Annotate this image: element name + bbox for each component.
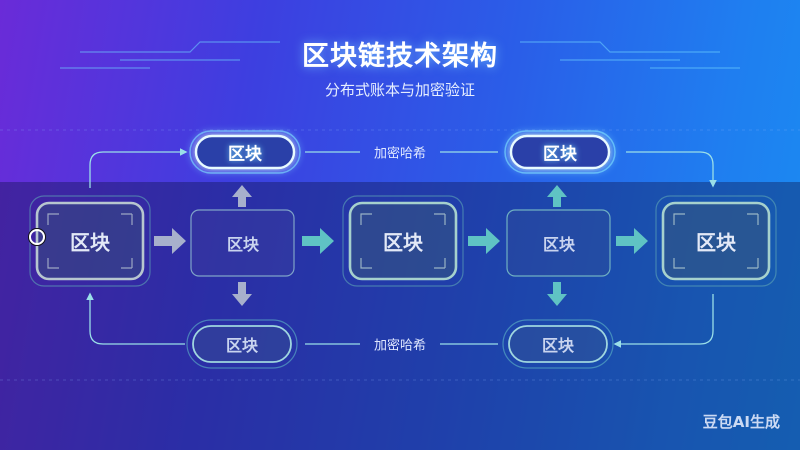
- block-node-main-1: [29, 195, 151, 287]
- arrow-right-icon: [302, 228, 334, 254]
- diagram-subtitle: 分布式账本与加密验证: [324, 81, 475, 99]
- curved-connectors: [86, 148, 717, 348]
- block-node-bottom-2: [502, 319, 614, 369]
- block-node-mid-2: [506, 209, 611, 277]
- hash-label-bottom: 加密哈希: [373, 338, 427, 354]
- cursor-ring-icon: [29, 229, 45, 245]
- block-node-main-2: [342, 195, 464, 287]
- block-node-top-2: [504, 130, 616, 174]
- arrow-down-icon: [232, 282, 252, 306]
- block-node-top-1: [189, 130, 301, 174]
- arrow-right-icon: [154, 228, 186, 254]
- arrow-down-icon: [547, 282, 567, 306]
- guide-lines: [0, 129, 800, 381]
- diagram-title: 区块链技术架构: [302, 41, 498, 72]
- title-decoration-right: [520, 41, 740, 69]
- arrow-right-icon: [468, 228, 500, 254]
- title-decoration-left: [60, 41, 280, 69]
- block-node-mid-1: [190, 209, 295, 277]
- arrow-up-icon: [547, 185, 567, 207]
- ai-watermark: 豆包AI生成: [702, 413, 780, 431]
- hash-label-top: 加密哈希: [373, 146, 427, 162]
- block-node-bottom-1: [186, 319, 298, 369]
- arrow-up-icon: [232, 185, 252, 207]
- block-node-main-3: [655, 195, 777, 287]
- arrow-right-icon: [616, 228, 648, 254]
